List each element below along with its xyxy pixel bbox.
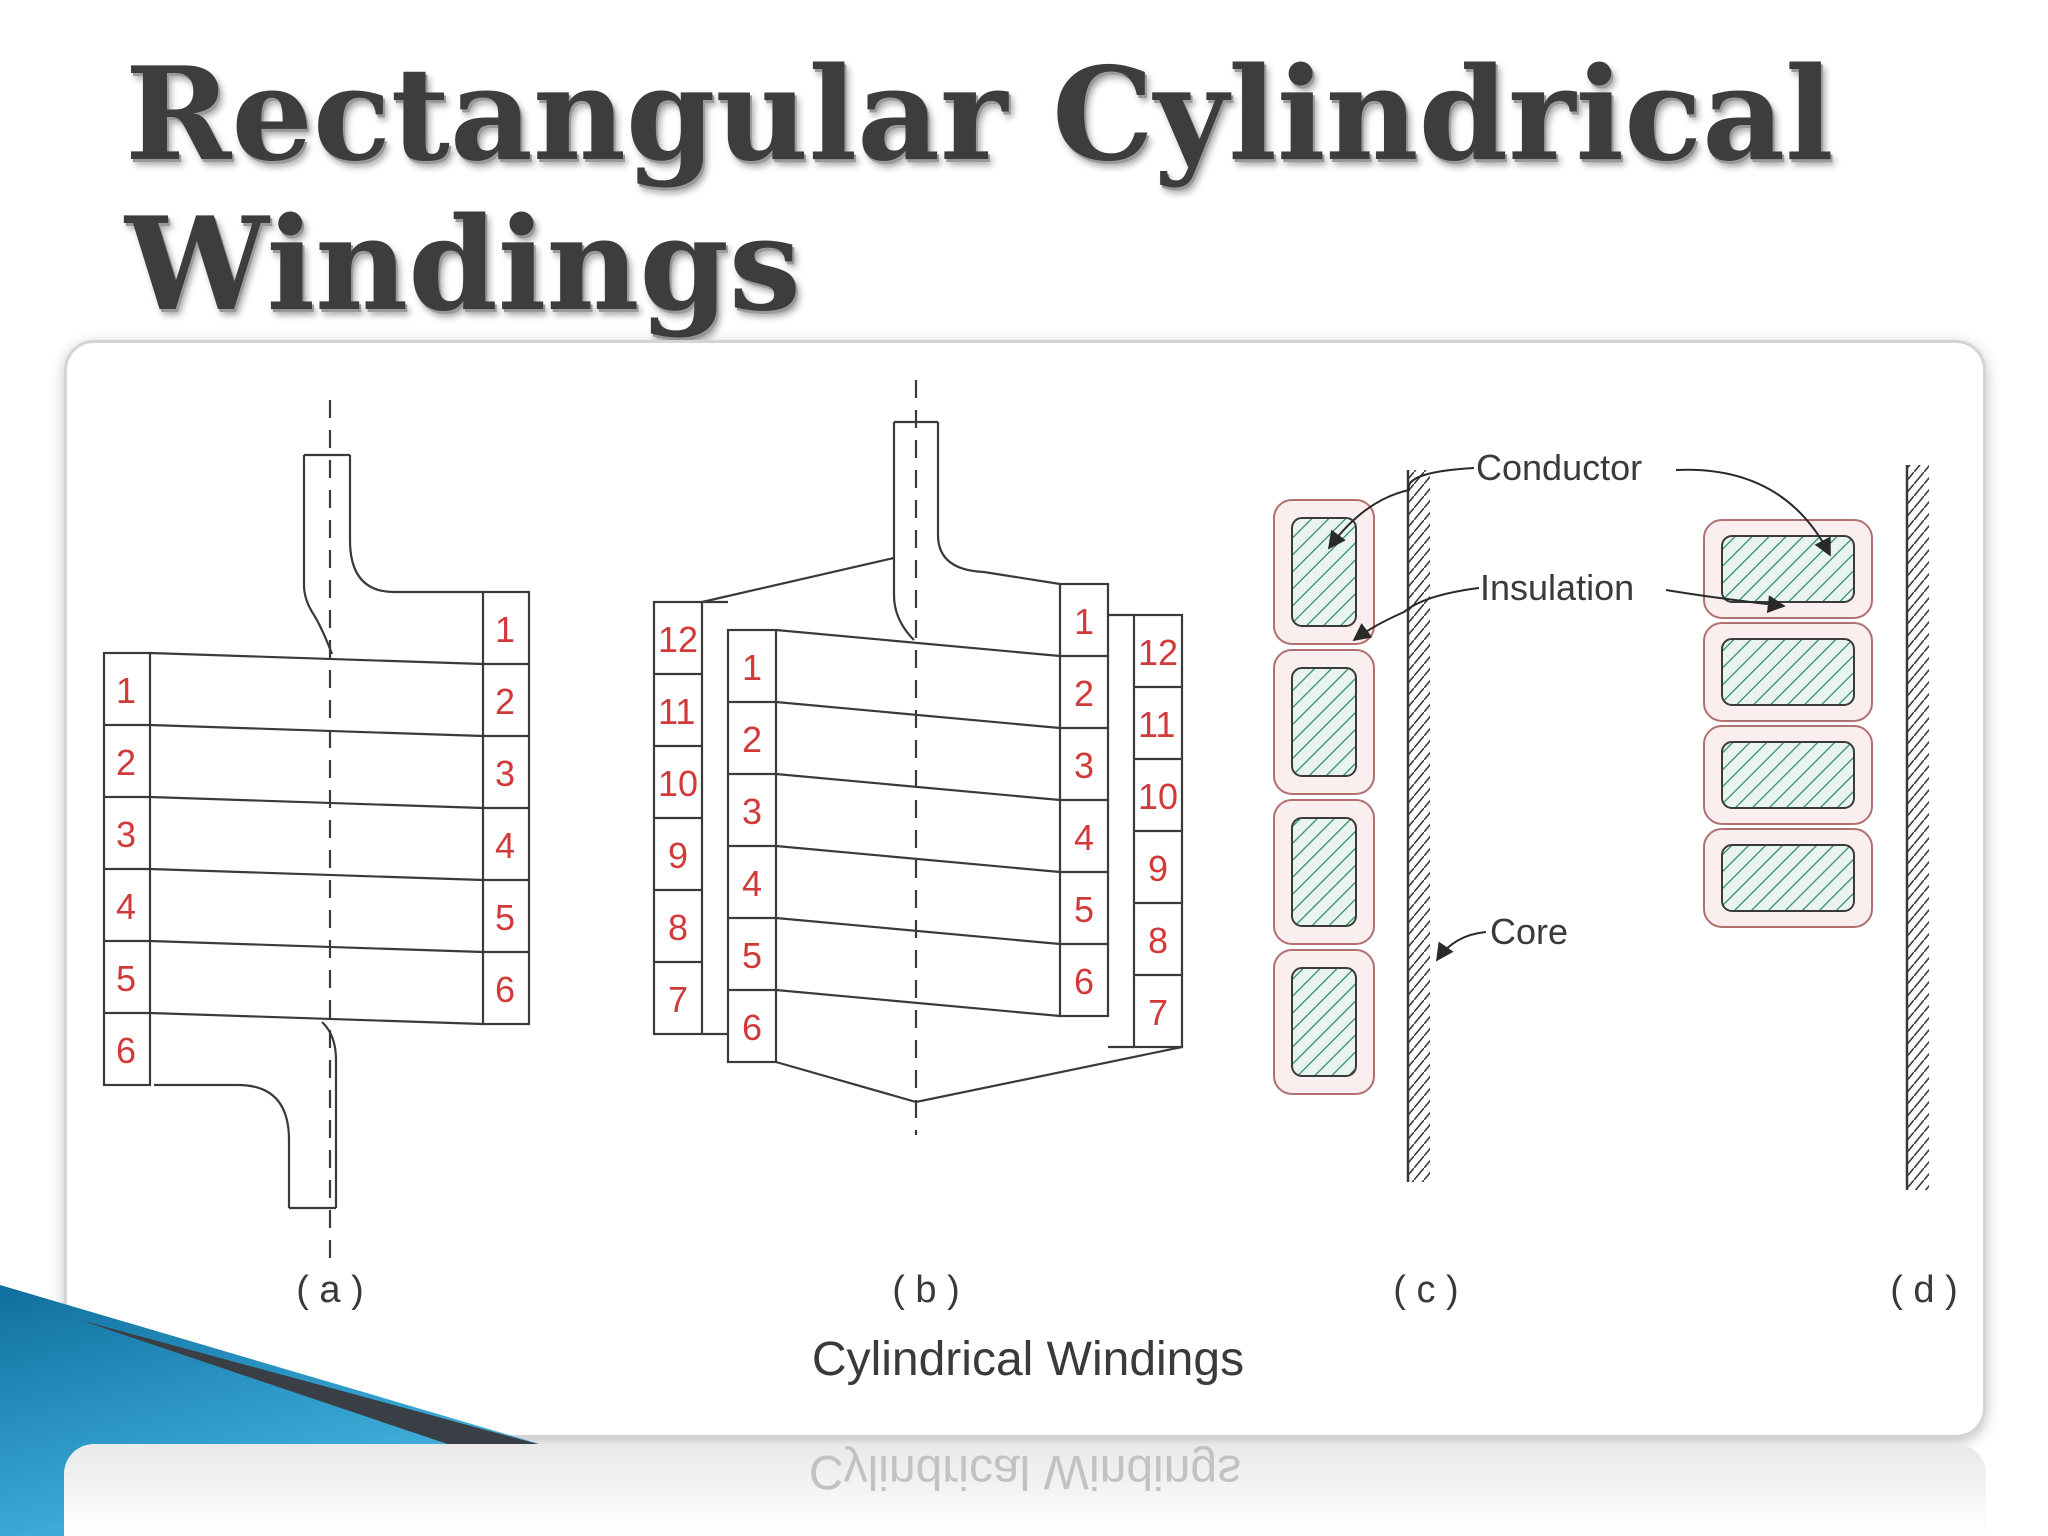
figure-frame [64,340,1986,1438]
panel-c-core [1408,470,1430,1182]
panel-b-inner-left-number: 1 [742,647,762,688]
slide-title-line-2: Windings [125,190,801,340]
cylindrical-windings-diagram: 1 2 3 4 5 6 1 2 3 4 5 6 12 11 10 9 8 7 1… [102,380,1958,1386]
core-leader [1435,931,1487,962]
panel-b-inner-right-number: 2 [1074,673,1094,714]
panel-a-left-number: 6 [116,1030,136,1071]
panel-c-conductor [1291,517,1357,627]
panel-c-coil-stack [1273,499,1375,1095]
panel-b-outer-left-number: 12 [658,619,698,660]
panel-a-left-number: 5 [116,958,136,999]
panel-b-top-crossover [701,556,895,604]
panel-b-inner-right-number: 4 [1074,817,1094,858]
slide-title: Rectangular Cylindrical Windings [125,40,1925,340]
panel-a-top-lead [302,455,483,655]
panel-a-left-number: 4 [116,886,136,927]
panel-a-right-number: 1 [495,609,515,650]
panel-a-label: ( a ) [296,1269,364,1311]
panel-c-conductor [1291,967,1357,1077]
slide-title-line-1: Rectangular Cylindrical [125,40,1834,190]
panel-a-left-number: 2 [116,742,136,783]
panel-b-inner-right-number: 1 [1074,601,1094,642]
panel-b-inner-right-number: 6 [1074,961,1094,1002]
panel-d-conductor [1721,741,1855,809]
panel-d-coil-stack [1703,519,1873,928]
figure-caption: Cylindrical Windings [812,1333,1244,1386]
panel-c-label: ( c ) [1393,1269,1458,1311]
panel-d-conductor [1721,638,1855,706]
panel-b-inner-right-number: 3 [1074,745,1094,786]
panel-d-conductor [1721,535,1855,603]
panel-b-inner-left-number: 3 [742,791,762,832]
panel-a-bottom-lead [154,1021,338,1208]
panel-d-conductor [1721,844,1855,912]
panel-b-outer-right-number: 10 [1138,776,1178,817]
panel-b [652,380,1184,1135]
insulation-leader-left [1352,587,1480,642]
caption-reflection-text: Cylindrical Windings [808,1445,1242,1498]
panel-b-inner-left-number: 5 [742,935,762,976]
panel-a-right-number: 3 [495,753,515,794]
panel-b-bottom-chevron [775,1045,1183,1104]
panel-a-right-number: 5 [495,897,515,938]
panel-b-outer-left-number: 7 [668,979,688,1020]
annotation-leaders [1327,467,1831,962]
panel-b-lead [892,422,1061,641]
panel-b-inner-right-number: 5 [1074,889,1094,930]
panel-b-label: ( b ) [892,1269,960,1311]
winding-number-labels: 1 2 3 4 5 6 1 2 3 4 5 6 12 11 10 9 8 7 1… [116,601,1178,1071]
panel-b-outer-right-number: 11 [1138,704,1175,745]
panel-b-outer-right-number: 7 [1148,992,1168,1033]
core-label: Core [1490,911,1568,952]
panel-b-outer-right-number: 8 [1148,920,1168,961]
panel-a-left-number: 1 [116,670,136,711]
panel-b-turns [775,628,1061,1018]
panel-a-right-number: 4 [495,825,515,866]
panel-b-outer-right-number: 9 [1148,848,1168,889]
panel-b-outer-left-number: 8 [668,907,688,948]
panel-b-inner-left-number: 4 [742,863,762,904]
panel-c [1273,470,1430,1182]
panel-c-conductor [1291,667,1357,777]
panel-b-outer-left-number: 10 [658,763,698,804]
panel-d-label: ( d ) [1890,1269,1958,1311]
panel-a [102,400,531,1260]
panel-b-inner-left-number: 2 [742,719,762,760]
panel-d-core [1907,465,1929,1190]
caption-reflection: Cylindrical Windings [64,1444,1986,1536]
panel-a-left-number: 3 [116,814,136,855]
panel-a-turns [149,651,484,1026]
panel-c-conductor [1291,817,1357,927]
panel-b-outer-left-number: 9 [668,835,688,876]
panel-d [1703,465,1929,1190]
conductor-leader-right [1675,468,1831,557]
panel-a-right-number: 2 [495,681,515,722]
insulation-leader-right [1665,589,1786,614]
insulation-label: Insulation [1480,567,1634,608]
panel-b-outer-right-number: 12 [1138,632,1178,673]
panel-b-inner-left-number: 6 [742,1007,762,1048]
conductor-label: Conductor [1476,447,1642,488]
panel-a-right-number: 6 [495,969,515,1010]
panel-b-outer-left-number: 11 [658,691,695,732]
conductor-leader-left [1327,467,1475,550]
